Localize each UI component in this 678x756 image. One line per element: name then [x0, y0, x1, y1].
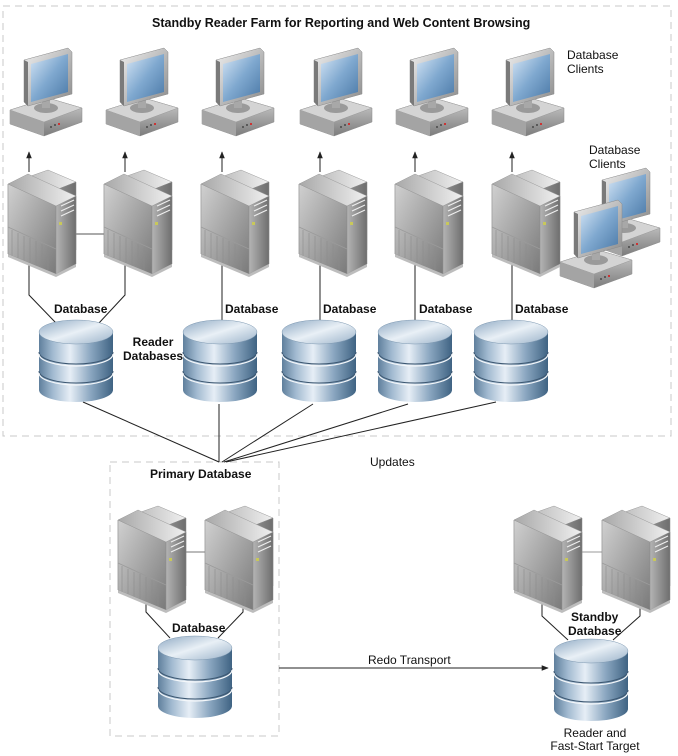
database-cylinder-icon	[473, 319, 549, 403]
reader-fast-start-label-line: Reader and	[563, 726, 627, 740]
reader-fast-start-label-line: Fast-Start Target	[550, 739, 640, 753]
server-tower-icon	[298, 169, 368, 278]
database-label: Database	[225, 302, 279, 316]
standby-database-label-line: Database	[568, 624, 622, 638]
client-computer-icon	[395, 47, 469, 137]
reader-farm-group-border	[2, 5, 672, 437]
server-tower-icon	[601, 505, 671, 614]
database-label: Database	[323, 302, 377, 316]
database-clients-label-line: Clients	[567, 62, 604, 76]
server-tower-icon	[394, 169, 464, 278]
server-tower-icon	[491, 169, 561, 278]
diagram-title: Standby Reader Farm for Reporting and We…	[152, 16, 531, 30]
update-line-4	[223, 403, 409, 463]
database-cylinder-icon	[377, 319, 453, 403]
primary-database-label: Primary Database	[150, 467, 252, 481]
database-label: Database	[54, 302, 108, 316]
update-line-5	[225, 401, 497, 463]
database-cylinder-icon	[281, 319, 357, 403]
client-computer-icon	[105, 47, 179, 137]
redo-transport-label: Redo Transport	[368, 653, 451, 667]
update-line-3	[221, 403, 314, 463]
database-cylinder-icon	[157, 635, 233, 719]
client-computer-icon	[559, 199, 633, 289]
database-clients-side-label: Database Clients	[589, 143, 640, 171]
client-computer-icon	[491, 47, 565, 137]
reader-databases-label-line: Reader	[132, 335, 174, 349]
database-clients-label-line: Clients	[589, 157, 626, 171]
server1-disk1-link	[28, 257, 57, 324]
reader-databases-label-line: Databases	[123, 349, 184, 363]
primary-db-label: Database	[172, 621, 226, 635]
database-label: Database	[515, 302, 569, 316]
reader-fast-start-label: Reader and Fast-Start Target	[545, 727, 645, 753]
database-clients-label-line: Database	[567, 48, 619, 62]
database-cylinder-icon	[553, 638, 629, 722]
server2-disk1-link	[98, 257, 126, 324]
server-tower-icon	[200, 169, 270, 278]
database-clients-label: Database Clients	[567, 48, 618, 76]
server-tower-icon	[7, 169, 77, 278]
update-line-1	[82, 401, 220, 463]
updates-label: Updates	[370, 455, 415, 469]
server-tower-icon	[103, 169, 173, 278]
client-computer-icon	[201, 47, 275, 137]
database-clients-label-line: Database	[589, 143, 641, 157]
client-computer-icon	[9, 47, 83, 137]
server-tower-icon	[513, 505, 583, 614]
server-tower-icon	[117, 505, 187, 614]
client-computer-icon	[299, 47, 373, 137]
database-cylinder-icon	[38, 319, 114, 403]
reader-databases-label: Reader Databases	[123, 335, 183, 363]
database-label: Database	[419, 302, 473, 316]
database-cylinder-icon	[182, 319, 258, 403]
standby-database-label-line: Standby	[571, 610, 619, 624]
primary-group-border	[109, 461, 280, 737]
server-tower-icon	[204, 505, 274, 614]
standby-database-label: Standby Database	[568, 610, 621, 638]
